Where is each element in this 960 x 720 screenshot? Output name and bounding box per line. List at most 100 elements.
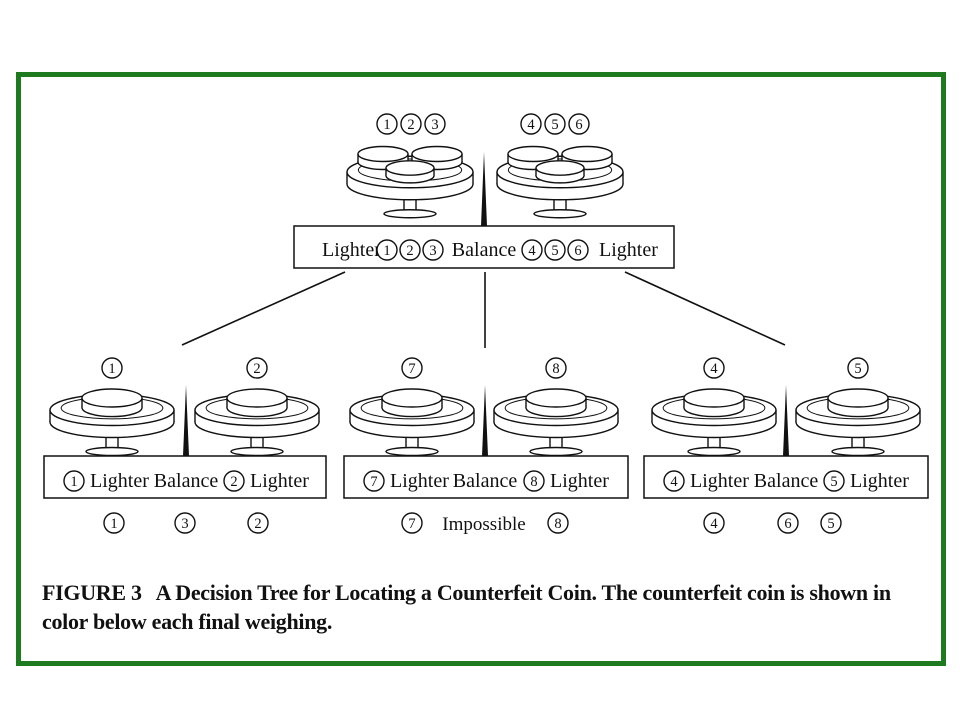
circled-number: 2 — [407, 117, 414, 133]
outcome-impossible-label: Impossible — [442, 514, 525, 535]
coin-top — [385, 160, 435, 176]
result-label-balance: Balance — [453, 470, 518, 492]
branch-left-pan — [651, 388, 777, 457]
circle-outline — [823, 470, 845, 492]
top-right-coin-label: 4 — [520, 113, 542, 135]
coin — [683, 388, 745, 418]
circled-number: 1 — [383, 117, 390, 133]
figure-frame — [16, 72, 946, 666]
pan-base — [383, 209, 437, 219]
circle-outline — [545, 357, 567, 379]
circle-outline — [247, 512, 269, 534]
circled-number: 2 — [253, 361, 260, 377]
circled-number: 8 — [554, 516, 561, 532]
coin — [535, 160, 585, 184]
coin — [827, 388, 889, 418]
result-label-lighter: Lighter — [850, 470, 909, 492]
result-coin-left: 1 — [63, 470, 85, 492]
circled-number: 1 — [383, 243, 390, 259]
circle-outline — [401, 357, 423, 379]
branch-right-coin-label: 2 — [246, 357, 268, 379]
branch-line-left — [181, 271, 346, 346]
result-label-lighter: Lighter — [322, 239, 381, 261]
circled-number: 5 — [551, 117, 558, 133]
result-coin-left: 3 — [422, 239, 444, 261]
top-right-coin-label: 6 — [568, 113, 590, 135]
circle-outline — [544, 239, 566, 261]
result-coin-right: 8 — [523, 470, 545, 492]
branch-fulcrum — [783, 385, 789, 456]
circled-number: 1 — [110, 516, 117, 532]
circle-outline — [103, 512, 125, 534]
circled-number: 6 — [784, 516, 791, 532]
branch-right-pan — [795, 388, 921, 457]
circled-number: 3 — [181, 516, 188, 532]
result-coin-left: 7 — [363, 470, 385, 492]
circle-outline — [820, 512, 842, 534]
circle-outline — [703, 512, 725, 534]
result-coin-left: 2 — [399, 239, 421, 261]
circled-number: 8 — [552, 361, 559, 377]
top-left-pan — [346, 145, 474, 219]
circle-outline — [363, 470, 385, 492]
coin-top — [226, 388, 288, 408]
result-label-balance: Balance — [754, 470, 819, 492]
circled-number: 6 — [574, 243, 581, 259]
branch-right-coin-label: 8 — [545, 357, 567, 379]
branch-left-coin-label: 4 — [703, 357, 725, 379]
result-label-balance: Balance — [452, 239, 517, 261]
coin-top — [381, 388, 443, 408]
circled-number: 4 — [528, 243, 536, 259]
coin-top — [81, 388, 143, 408]
coin — [226, 388, 288, 418]
circled-number: 4 — [527, 117, 535, 133]
top-right-pan — [496, 145, 624, 219]
outcome-coin-right: 8 — [547, 512, 569, 534]
coin — [381, 388, 443, 418]
circled-number: 3 — [431, 117, 438, 133]
pan-base — [529, 446, 583, 457]
circled-number: 1 — [108, 361, 115, 377]
pan-base — [230, 446, 284, 457]
circled-number: 7 — [370, 474, 377, 490]
coin-top — [535, 160, 585, 176]
result-coin-right: 2 — [223, 470, 245, 492]
circled-number: 1 — [70, 474, 77, 490]
circled-number: 4 — [670, 474, 678, 490]
result-label-lighter: Lighter — [250, 470, 309, 492]
outcome-coin-middle: 6 — [777, 512, 799, 534]
circle-outline — [400, 113, 422, 135]
pan-base — [533, 209, 587, 219]
circled-number: 5 — [827, 516, 834, 532]
circled-number: 6 — [575, 117, 582, 133]
coin-top — [411, 145, 463, 163]
circle-outline — [703, 357, 725, 379]
circled-number: 7 — [408, 516, 415, 532]
coin-top — [683, 388, 745, 408]
outcome-coin-left: 4 — [703, 512, 725, 534]
circle-outline — [424, 113, 446, 135]
circle-outline — [223, 470, 245, 492]
coin — [525, 388, 587, 418]
pan-base — [385, 446, 439, 457]
pan-base — [687, 446, 741, 457]
branch-right-coin-label: 5 — [847, 357, 869, 379]
circle-outline — [246, 357, 268, 379]
coin-top — [561, 145, 613, 163]
circle-outline — [376, 113, 398, 135]
circled-number: 4 — [710, 361, 718, 377]
circled-number: 2 — [230, 474, 237, 490]
top-left-coin-label: 3 — [424, 113, 446, 135]
circled-number: 5 — [551, 243, 558, 259]
branch-right-pan — [194, 388, 320, 457]
branch-result-box — [643, 455, 929, 499]
circle-outline — [567, 239, 589, 261]
branch-line-right — [624, 271, 786, 346]
circled-number: 3 — [429, 243, 436, 259]
result-coin-right: 4 — [521, 239, 543, 261]
result-label-lighter: Lighter — [599, 239, 658, 261]
outcome-coin-left: 1 — [103, 512, 125, 534]
coin-top — [357, 145, 409, 163]
